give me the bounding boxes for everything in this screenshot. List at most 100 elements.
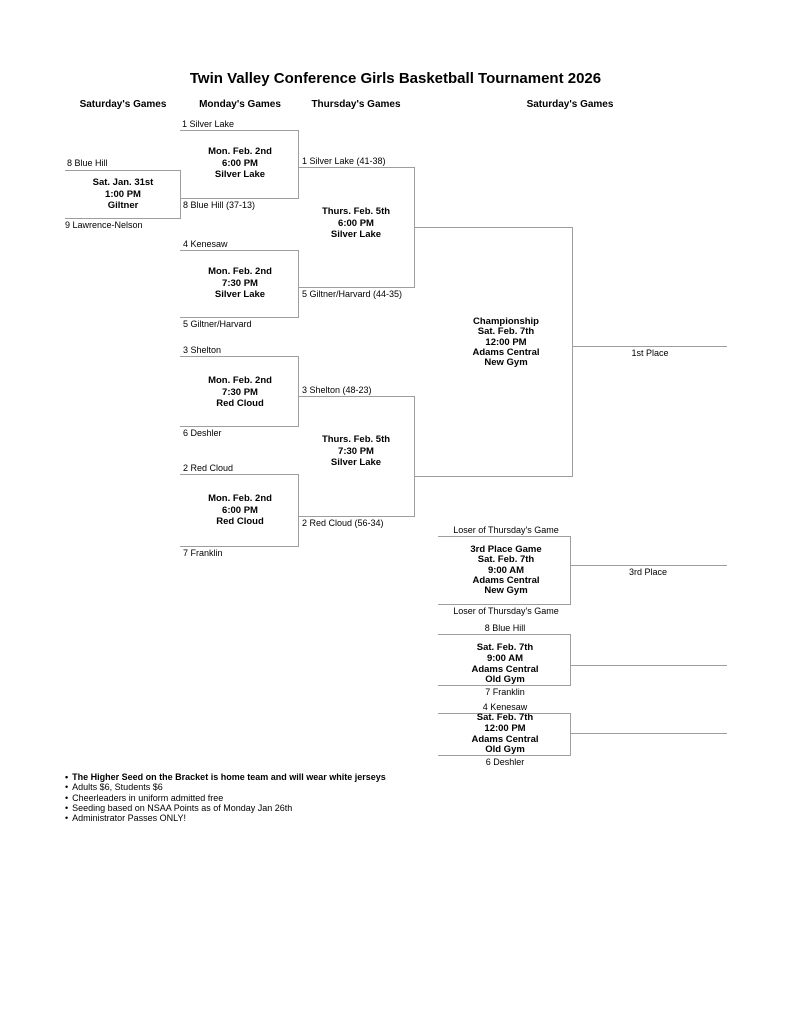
game-info-line: Sat. Feb. 7th — [477, 554, 535, 566]
bracket-line — [438, 685, 570, 686]
bullet-icon: • — [65, 813, 69, 824]
bullet-icon: • — [65, 792, 69, 803]
game-info-line: Adams Central — [471, 733, 539, 745]
game-info-line: Silver Lake — [330, 457, 382, 468]
game-info-line: Silver Lake — [214, 169, 266, 180]
bracket-line — [438, 755, 570, 756]
column-header-thursday: Thursday's Games — [311, 99, 401, 110]
note-item: •Administrator Passes ONLY! — [65, 813, 386, 823]
game-info-line: Red Cloud — [216, 398, 264, 409]
game-info-line: 6:00 PM — [222, 504, 258, 516]
game-info-line: Old Gym — [485, 744, 525, 756]
column-header-saturday-left: Saturday's Games — [79, 99, 167, 110]
note-text: Seeding based on NSAA Points as of Monda… — [72, 802, 293, 813]
third-place-label: 3rd Place — [628, 567, 668, 577]
bracket-line — [572, 227, 573, 477]
semifinal-1-top-team: 1 Silver Lake (41-38) — [302, 156, 386, 166]
quarterfinal-3-bottom-team: 6 Deshler — [183, 428, 222, 438]
bullet-icon: • — [65, 802, 69, 813]
third-place-bottom-team: Loser of Thursday's Game — [453, 606, 559, 616]
bracket-line — [65, 170, 180, 171]
game-info-line: Silver Lake — [214, 289, 266, 300]
game-info-line: Mon. Feb. 2nd — [208, 146, 272, 157]
game-info-line: Adams Central — [472, 346, 540, 358]
bracket-line — [298, 130, 299, 199]
bracket-line — [570, 634, 571, 686]
consolation-1-game-info: Sat. Feb. 7th 9:00 AM Adams Central Old … — [445, 642, 565, 686]
quarterfinal-2-bottom-team: 5 Giltner/Harvard — [183, 319, 252, 329]
column-header-monday: Monday's Games — [199, 99, 281, 110]
bracket-line — [298, 250, 299, 318]
bracket-line — [180, 356, 298, 357]
game-info-line: 7:30 PM — [222, 277, 258, 289]
championship-game-info: Championship Sat. Feb. 7th 12:00 PM Adam… — [446, 316, 566, 368]
bracket-line — [65, 218, 180, 219]
bracket-line — [180, 317, 298, 318]
game-info-line: Old Gym — [485, 674, 525, 686]
bracket-line — [180, 170, 181, 219]
game-info-line: 9:00 AM — [486, 652, 524, 664]
quarterfinal-3-game-info: Mon. Feb. 2nd 7:30 PM Red Cloud — [180, 375, 300, 410]
consolation-2-top-team: 4 Kenesaw — [482, 702, 528, 712]
bracket-line — [298, 287, 414, 288]
footer-notes: •The Higher Seed on the Bracket is home … — [65, 772, 386, 823]
game-info-line: New Gym — [484, 585, 528, 597]
note-text: Administrator Passes ONLY! — [72, 813, 187, 824]
bracket-line — [438, 634, 570, 635]
bullet-icon: • — [65, 772, 69, 782]
game-info-line: Sat. Feb. 7th — [477, 326, 535, 338]
game-info-line: 3rd Place Game — [470, 544, 542, 555]
game-info-line: 12:00 PM — [485, 336, 527, 348]
first-place-label: 1st Place — [631, 348, 669, 358]
quarterfinal-3-top-team: 3 Shelton — [183, 345, 222, 355]
game-info-line: Adams Central — [472, 574, 540, 586]
page-title: Twin Valley Conference Girls Basketball … — [189, 70, 602, 87]
third-place-game-info: 3rd Place Game Sat. Feb. 7th 9:00 AM Ada… — [446, 544, 566, 597]
bracket-line — [414, 396, 415, 517]
bracket-line — [180, 474, 298, 475]
game-info-line: Thurs. Feb. 5th — [321, 434, 391, 445]
playin-top-team: 8 Blue Hill — [67, 158, 108, 168]
quarterfinal-4-bottom-team: 7 Franklin — [183, 548, 223, 558]
semifinal-1-bottom-team: 5 Giltner/Harvard (44-35) — [302, 289, 403, 299]
semifinal-1-game-info: Thurs. Feb. 5th 6:00 PM Silver Lake — [296, 206, 416, 241]
bracket-line — [298, 474, 299, 547]
bracket-line — [180, 250, 298, 251]
game-info-line: Mon. Feb. 2nd — [208, 493, 272, 504]
bracket-line — [414, 227, 572, 228]
bracket-line — [570, 733, 727, 734]
bracket-line — [180, 130, 298, 131]
quarterfinal-1-top-team: 1 Silver Lake — [182, 119, 235, 129]
note-item: •Adults $6, Students $6 — [65, 782, 386, 792]
bracket-line — [180, 426, 298, 427]
note-item: •The Higher Seed on the Bracket is home … — [65, 772, 386, 782]
game-info-line: Thurs. Feb. 5th — [321, 206, 391, 217]
game-info-line: 9:00 AM — [487, 564, 525, 576]
note-item: •Cheerleaders in uniform admitted free — [65, 793, 386, 803]
bracket-line — [438, 536, 570, 537]
bracket-line — [414, 476, 572, 477]
bracket-line — [438, 713, 570, 714]
bullet-icon: • — [65, 782, 69, 793]
consolation-1-bottom-team: 7 Franklin — [485, 687, 525, 697]
game-info-line: Sat. Feb. 7th — [476, 642, 534, 653]
consolation-2-game-info: Sat. Feb. 7th 12:00 PM Adams Central Old… — [445, 712, 565, 756]
note-item: •Seeding based on NSAA Points as of Mond… — [65, 803, 386, 813]
quarterfinal-1-bottom-team: 8 Blue Hill (37-13) — [183, 200, 256, 210]
column-header-saturday-right: Saturday's Games — [526, 99, 614, 110]
note-text: Adults $6, Students $6 — [72, 782, 163, 793]
third-place-top-team: Loser of Thursday's Game — [453, 525, 559, 535]
game-info-line: 6:00 PM — [338, 217, 374, 229]
bracket-line — [180, 198, 298, 199]
semifinal-2-bottom-team: 2 Red Cloud (56-34) — [302, 518, 384, 528]
game-info-line: Giltner — [107, 200, 139, 211]
bracket-line — [298, 356, 299, 427]
bracket-line — [298, 167, 414, 168]
game-info-line: 7:30 PM — [222, 386, 258, 398]
game-info-line: 6:00 PM — [222, 157, 258, 169]
bracket-line — [570, 536, 571, 605]
game-info-line: Silver Lake — [330, 229, 382, 240]
game-info-line: Sat. Jan. 31st — [92, 177, 154, 188]
game-info-line: Championship — [473, 316, 539, 327]
